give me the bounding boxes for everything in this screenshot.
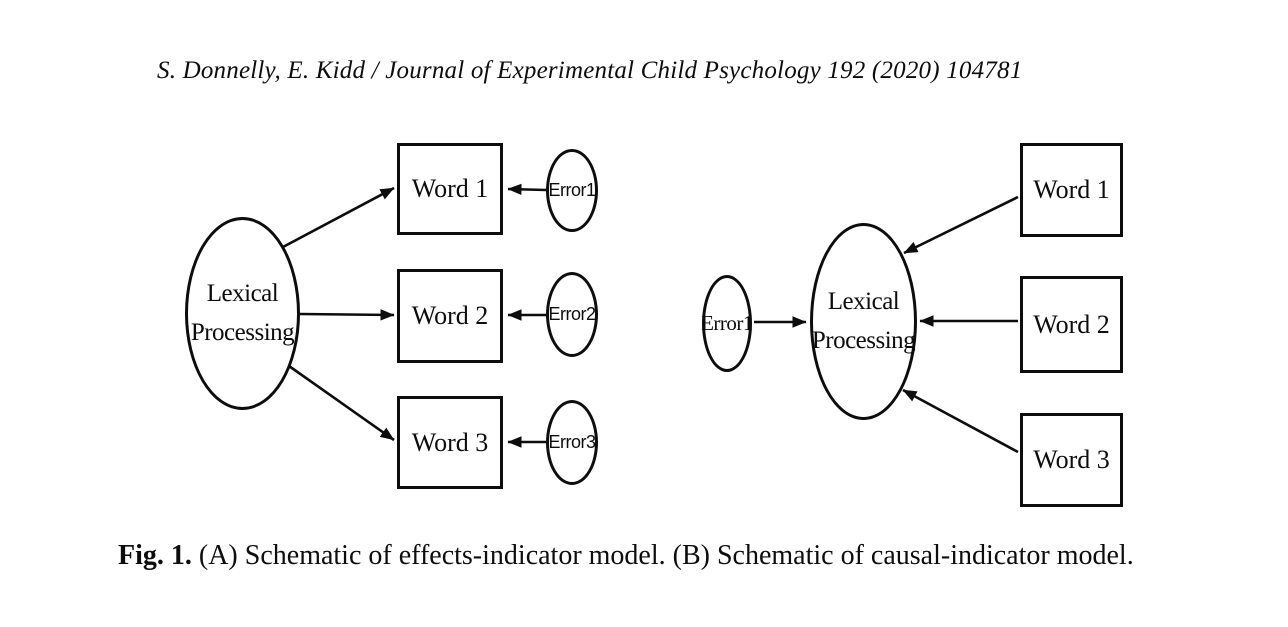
panelA-word2-label: Word 2 — [411, 301, 489, 330]
panelA-error2-ellipse: Error2 — [546, 272, 598, 357]
arrow-a-latent-to-word1 — [282, 186, 395, 249]
arrow-a-latent-to-word2 — [299, 309, 395, 321]
arrow-b-word1-to-latent — [903, 195, 1019, 255]
figure-caption-text: (A) Schematic of effects-indicator model… — [198, 540, 1134, 571]
journal-running-header: S. Donnelly, E. Kidd / Journal of Experi… — [157, 57, 1023, 84]
panelB-word2-label: Word 2 — [1033, 309, 1110, 339]
panelA-error3-label: Error3 — [548, 432, 597, 452]
panelB-word1-label: Word 1 — [1033, 175, 1110, 204]
panelA-error3-ellipse: Error3 — [546, 400, 598, 485]
figure-caption-number: Fig. 1. — [118, 540, 192, 571]
panelB-word3-label: Word 3 — [1033, 445, 1110, 474]
panelA-latent-ellipse: Lexical Processing — [185, 217, 300, 410]
panelB-word3-box: Word 3 — [1020, 413, 1123, 507]
panelB-word2-box: Word 2 — [1020, 276, 1123, 373]
panelB-error1-label: Error1 — [701, 311, 753, 335]
panelB-latent-ellipse: Lexical Processing — [810, 223, 917, 420]
panelA-word1-label: Word 1 — [411, 174, 489, 203]
panelA-error1-ellipse: Error1 — [546, 149, 598, 232]
arrow-a-error1-to-word1 — [507, 183, 547, 196]
figure-caption: Fig. 1. (A) Schematic of effects-indicat… — [118, 540, 1134, 572]
panelA-word3-box: Word 3 — [397, 396, 503, 489]
panelA-latent-label: Lexical Processing — [190, 279, 295, 346]
arrow-b-word3-to-latent — [902, 388, 1019, 454]
arrow-a-latent-to-word3 — [288, 364, 395, 442]
panelA-error2-label: Error2 — [548, 304, 597, 324]
panelA-word3-label: Word 3 — [411, 427, 489, 457]
panelB-latent-label: Lexical Processing — [811, 287, 916, 354]
panelA-word2-box: Word 2 — [397, 269, 503, 363]
panelB-error1-ellipse: Error1 — [701, 275, 753, 372]
panelB-word1-box: Word 1 — [1020, 143, 1123, 237]
panelA-error1-label: Error1 — [548, 180, 597, 200]
panelA-word1-box: Word 1 — [397, 143, 503, 235]
